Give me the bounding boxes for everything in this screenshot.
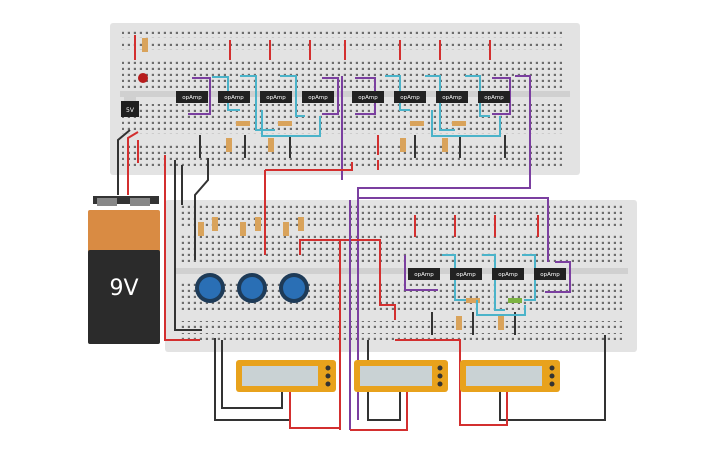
opamp-label: opAmp xyxy=(182,95,202,101)
breadboard-bottom[interactable] xyxy=(165,200,637,352)
svg-text:opAmp: opAmp xyxy=(442,95,462,101)
svg-text:opAmp: opAmp xyxy=(498,272,518,278)
multimeter-1[interactable] xyxy=(236,360,336,392)
svg-text:opAmp: opAmp xyxy=(224,95,244,101)
battery-voltage-label: 9V xyxy=(109,276,139,301)
voltage-regulator[interactable]: 5V xyxy=(121,94,139,117)
red-jumpers-top xyxy=(134,35,491,163)
svg-text:opAmp: opAmp xyxy=(358,95,378,101)
svg-text:opAmp: opAmp xyxy=(308,95,328,101)
svg-text:opAmp: opAmp xyxy=(414,272,434,278)
black-jumpers-top xyxy=(199,135,506,158)
svg-text:opAmp: opAmp xyxy=(456,272,476,278)
potentiometers[interactable] xyxy=(195,273,309,303)
svg-text:opAmp: opAmp xyxy=(484,95,504,101)
purple-wires-bottom xyxy=(349,197,571,430)
resistors-top xyxy=(142,38,466,152)
svg-text:opAmp: opAmp xyxy=(266,95,286,101)
purple-wires-top xyxy=(188,75,531,420)
regulator-label: 5V xyxy=(126,107,135,114)
red-wires-left xyxy=(164,155,379,341)
red-jumpers-bottom xyxy=(299,215,539,430)
multimeter-3[interactable] xyxy=(460,360,560,392)
resistors-bottom xyxy=(198,217,522,330)
battery-wires xyxy=(117,129,139,195)
svg-text:opAmp: opAmp xyxy=(540,272,560,278)
multimeter-2[interactable] xyxy=(354,360,448,392)
battery-9v[interactable] xyxy=(88,196,160,344)
multimeter-wires xyxy=(214,335,606,431)
opamp-chips-bottom[interactable]: opAmp opAmp opAmp opAmp xyxy=(408,268,566,280)
led-icon xyxy=(138,73,148,83)
opamp-chips-top[interactable]: opAmp opAmp opAmp opAmp opAmp opAmp opAm… xyxy=(176,91,510,103)
black-wires-left xyxy=(174,158,209,331)
svg-text:opAmp: opAmp xyxy=(400,95,420,101)
